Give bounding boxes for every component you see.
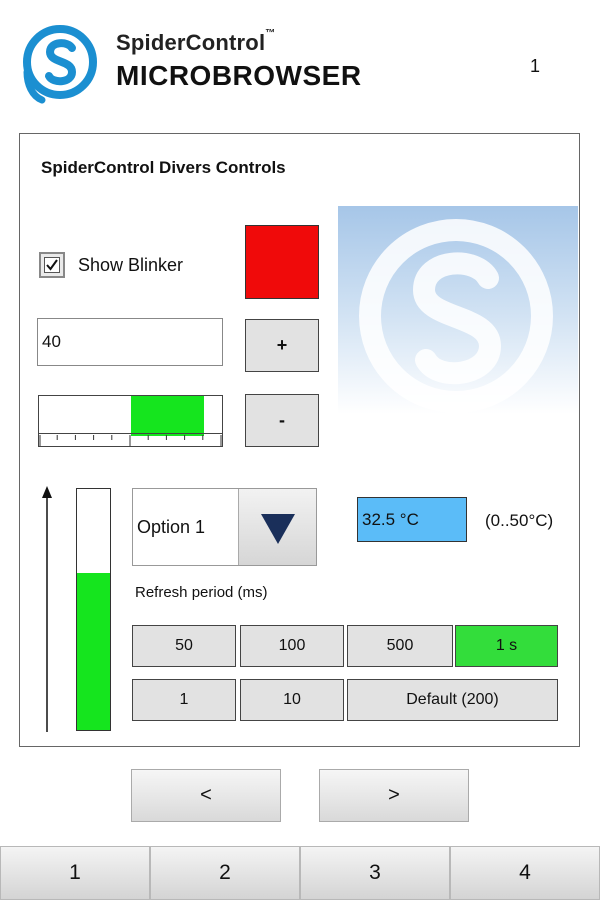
show-blinker-checkbox[interactable] xyxy=(39,252,65,278)
vertical-bar-gauge xyxy=(76,488,111,731)
show-blinker-label: Show Blinker xyxy=(78,255,184,275)
panel-title: SpiderControl Divers Controls xyxy=(41,158,286,177)
option-select[interactable]: Option 1 xyxy=(132,488,317,566)
checkmark-icon xyxy=(46,259,58,271)
triangle-down-icon xyxy=(261,514,295,544)
horizontal-bar-fill xyxy=(130,396,204,436)
horizontal-bar-scale xyxy=(39,433,222,446)
next-page-button[interactable]: > xyxy=(319,769,469,822)
select-dropdown-button[interactable] xyxy=(238,489,316,565)
spidercontrol-logo-icon xyxy=(23,25,97,104)
temperature-range: (0..50°C) xyxy=(485,511,554,530)
increment-button[interactable]: + xyxy=(245,319,319,372)
tab-1[interactable]: 1 xyxy=(0,846,150,900)
refresh-default-button[interactable]: Default (200) xyxy=(347,679,558,721)
brand-product: MICROBROWSER xyxy=(116,60,362,91)
tab-2[interactable]: 2 xyxy=(150,846,300,900)
refresh-100-button[interactable]: 100 xyxy=(240,625,344,667)
refresh-1s-button[interactable]: 1 s xyxy=(455,625,558,667)
refresh-10-button[interactable]: 10 xyxy=(240,679,344,721)
page-number: 1 xyxy=(530,56,541,76)
option-select-value: Option 1 xyxy=(137,517,206,537)
refresh-1-button[interactable]: 1 xyxy=(132,679,236,721)
blinker-indicator xyxy=(245,225,319,299)
refresh-period-label: Refresh period (ms) xyxy=(135,584,268,601)
tab-4[interactable]: 4 xyxy=(450,846,600,900)
horizontal-bar-gauge xyxy=(38,395,223,447)
refresh-50-button[interactable]: 50 xyxy=(132,625,236,667)
temperature-display: 32.5 °C xyxy=(357,497,467,542)
spidercontrol-watermark-image xyxy=(338,206,578,414)
value-input[interactable]: 40 xyxy=(37,318,223,366)
vertical-bar-fill xyxy=(77,573,110,730)
up-arrow-icon xyxy=(42,486,52,732)
tab-3[interactable]: 3 xyxy=(300,846,450,900)
previous-page-button[interactable]: < xyxy=(131,769,281,822)
brand-name: SpiderControl™ xyxy=(116,28,276,55)
decrement-button[interactable]: - xyxy=(245,394,319,447)
refresh-500-button[interactable]: 500 xyxy=(347,625,453,667)
